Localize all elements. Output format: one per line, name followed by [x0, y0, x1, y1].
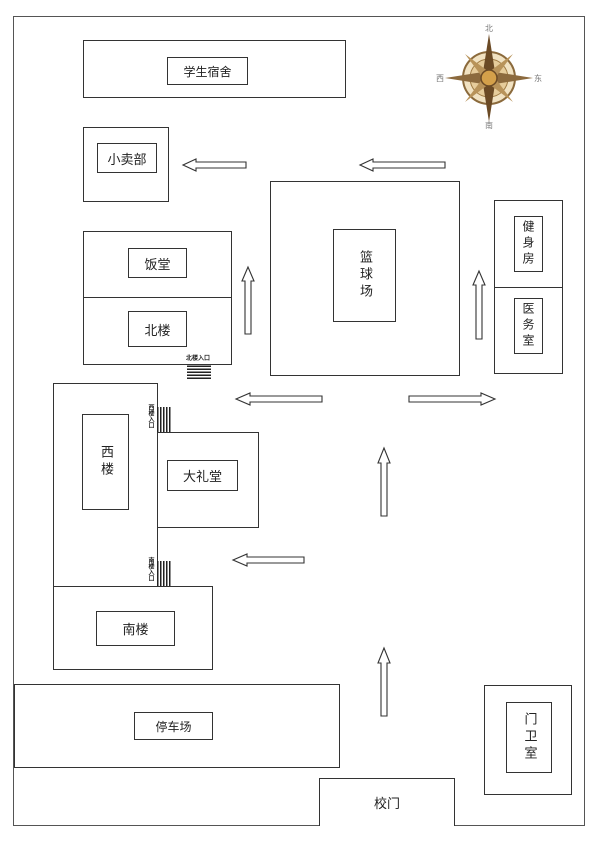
- arrow-up-icon: [377, 646, 391, 717]
- north-building-label: 北楼: [128, 311, 187, 347]
- arrow-up-icon: [377, 446, 391, 517]
- compass-east-label: 东: [534, 74, 542, 83]
- arrow-up-icon: [241, 265, 255, 335]
- west-entrance-label: 西楼入口: [147, 404, 154, 428]
- canteen-divider: [83, 297, 232, 298]
- guard-room-label: 门卫室: [506, 702, 552, 773]
- compass-west-label: 西: [436, 74, 444, 83]
- arrow-up-icon: [472, 269, 486, 340]
- auditorium-label: 大礼堂: [167, 460, 238, 491]
- dorm-label: 学生宿舍: [167, 57, 248, 85]
- south-building-label: 南楼: [96, 611, 175, 646]
- gym-clinic-divider: [494, 287, 563, 288]
- shop-label: 小卖部: [97, 143, 157, 173]
- arrow-left-icon: [358, 158, 446, 172]
- parking-label: 停车场: [134, 712, 213, 740]
- gate-block: 校门: [319, 778, 455, 826]
- north-entrance-stairs: [187, 365, 211, 379]
- west-building-label: 西楼: [82, 414, 129, 510]
- arrow-left-icon: [231, 553, 305, 567]
- map-frame: [13, 16, 585, 826]
- south-entrance-label: 南楼入口: [147, 557, 154, 581]
- west-entrance-stairs: [157, 407, 171, 432]
- canteen-label: 饭堂: [128, 248, 187, 278]
- south-entrance-stairs: [157, 561, 171, 586]
- court-label: 篮球场: [333, 229, 396, 322]
- arrow-left-icon: [234, 392, 323, 406]
- gym-label: 健身房: [514, 216, 543, 272]
- arrow-left-icon: [181, 158, 247, 172]
- compass-rose-icon: [445, 34, 533, 122]
- compass-south-label: 南: [485, 121, 493, 130]
- north-entrance-label: 北楼入口: [186, 355, 211, 362]
- compass-north-label: 北: [485, 24, 493, 33]
- clinic-label: 医务室: [514, 298, 543, 354]
- dorm-block: [83, 40, 346, 98]
- compass: 北 南 西 东: [433, 22, 545, 134]
- arrow-right-icon: [408, 392, 497, 406]
